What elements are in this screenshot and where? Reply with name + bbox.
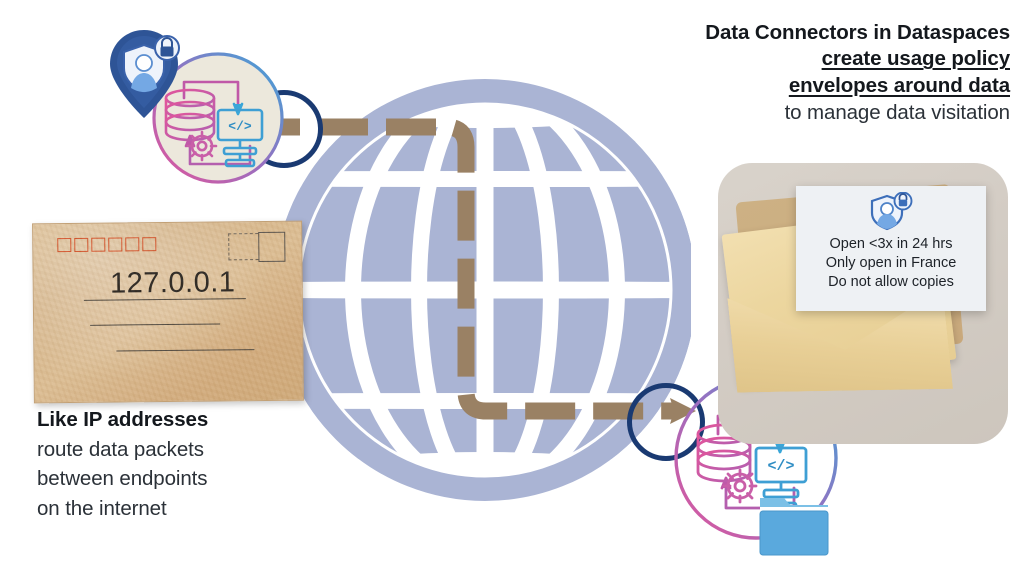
policy-line-2: Only open in France <box>825 255 957 272</box>
headline-line-3: envelopes around data <box>788 73 1010 97</box>
postal-code-box <box>108 237 123 252</box>
headline-line-2: create usage policy <box>821 47 1010 71</box>
stamp-dashed-box <box>228 233 259 261</box>
postal-code-box <box>125 237 140 252</box>
caption-line-2: route data packets <box>37 437 204 461</box>
headline-line-4: to manage data visitation <box>784 101 1011 125</box>
policy-line-1: Open <3x in 24 hrs <box>829 236 953 252</box>
postal-code-box <box>142 237 157 252</box>
postal-code-box <box>57 238 72 253</box>
stamp-area <box>228 231 286 263</box>
address-line <box>116 349 255 352</box>
policy-lines: Open <3x in 24 hrs Only open in France D… <box>826 235 957 292</box>
map-pin-shield-lock-icon <box>110 30 180 118</box>
svg-text:</>: </> <box>767 458 794 475</box>
postal-code-boxes <box>57 237 157 253</box>
caption-line-3: between endpoints <box>37 467 208 491</box>
svg-text:</>: </> <box>228 119 252 134</box>
caption-line-1: Like IP addresses <box>37 408 209 431</box>
headline-line-1: Data Connectors in Dataspaces <box>705 21 1010 44</box>
globe-wireframe <box>274 36 696 544</box>
postal-code-box <box>91 237 106 252</box>
address-line <box>83 298 246 302</box>
folder-icon <box>759 498 829 556</box>
caption: Like IP addresses route data packets bet… <box>37 405 337 524</box>
shield-person-lock-icon <box>870 192 913 231</box>
connector-top-left: </> <box>108 26 298 191</box>
postal-code-box <box>74 237 89 252</box>
caption-line-4: on the internet <box>37 497 167 521</box>
ip-envelope: 127.0.0.1 <box>32 220 304 404</box>
headline: Data Connectors in Dataspaces create usa… <box>610 20 1010 128</box>
ip-address-text: 127.0.0.1 <box>109 266 236 300</box>
connector-bottom-right: </> <box>668 372 858 572</box>
stamp-solid-box <box>258 231 286 263</box>
connector-focus-ring-bottom <box>627 383 705 461</box>
usage-policy-card: Open <3x in 24 hrs Only open in France D… <box>796 186 986 311</box>
address-line <box>90 323 221 327</box>
policy-line-3: Do not allow copies <box>828 274 954 291</box>
